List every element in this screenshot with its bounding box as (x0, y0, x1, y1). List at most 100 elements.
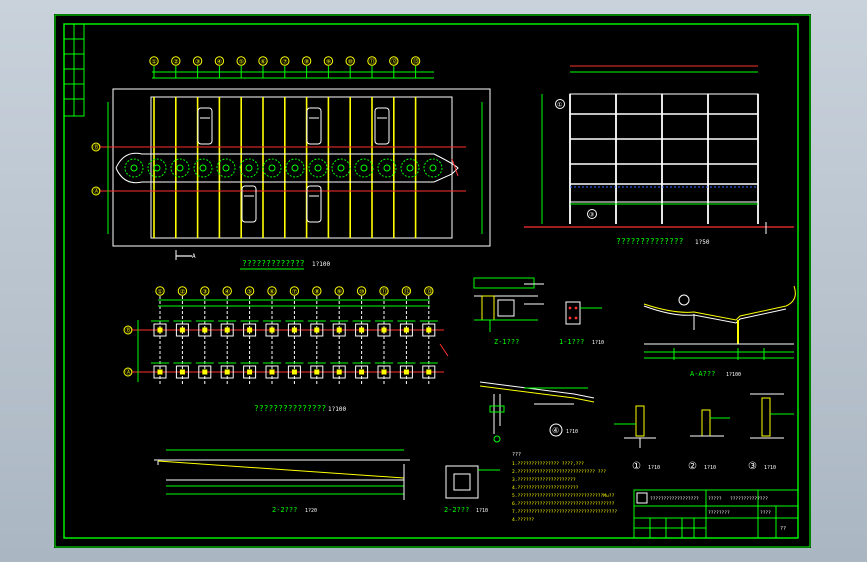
plan-axis-label: ⑫ (391, 58, 397, 66)
plan-axis-bubble (258, 56, 268, 66)
tree-symbol (400, 158, 420, 178)
column-footing (265, 323, 279, 337)
tree-trunk (360, 164, 368, 172)
column-footing (332, 323, 346, 337)
title-block-owner: ?????????????? (730, 496, 768, 502)
detail-1-1-scale: 1?10 (592, 340, 604, 346)
plan-axis-bubble (410, 56, 421, 66)
plan-axis-bubble (323, 56, 334, 66)
footing-column (291, 369, 297, 375)
foundation-axis-bubble (401, 286, 412, 296)
note-line: 4.?????? (512, 517, 534, 523)
footing-column (224, 327, 230, 333)
plan-row-label: Ⓐ (94, 188, 100, 196)
foundation-axis-bubble (356, 286, 367, 296)
foundation-title: ??????????????? (254, 404, 326, 413)
column-footing (422, 365, 436, 379)
foundation-axis-label: ⑬ (426, 288, 432, 296)
footing-column (336, 327, 342, 333)
column-footing (265, 365, 279, 379)
section-2-2-square-title: 2-2??? (444, 506, 469, 514)
column-footing (153, 365, 167, 379)
plan-ground-outline (112, 88, 491, 247)
column-footing (198, 323, 212, 337)
column-footing (220, 323, 234, 337)
tree-symbol (354, 158, 374, 178)
foundation-axis-label: ⑤ (247, 289, 252, 296)
tree-trunk (130, 164, 138, 172)
detail-2 (690, 409, 730, 437)
column-footing (243, 365, 257, 379)
tree-symbol (308, 158, 328, 178)
footing-column (269, 369, 275, 375)
detail-z1 (473, 277, 544, 332)
detail-2-scale: 1?10 (704, 465, 716, 471)
tree-trunk (337, 164, 345, 172)
notes-heading: ??? (512, 452, 521, 458)
footing-column (179, 327, 185, 333)
detail-3 (750, 393, 794, 439)
title-block-stage: ????? (708, 496, 722, 502)
tree-symbol (262, 158, 282, 178)
parked-car (306, 185, 322, 223)
foundation-axis-label: ⑦ (292, 289, 297, 296)
column-footing (220, 365, 234, 379)
tree-symbol (216, 158, 236, 178)
tree-symbol (423, 158, 443, 178)
planter-outline (115, 152, 459, 184)
column-footing (175, 365, 189, 379)
footing-column (359, 327, 365, 333)
foundation-axis-bubble (155, 286, 165, 296)
tree-trunk (383, 164, 391, 172)
tree-trunk (153, 164, 161, 172)
tree-symbol (170, 158, 190, 178)
section-2-2-long-title: 2-2??? (272, 506, 297, 514)
foundation-break-line (439, 343, 449, 357)
tree-trunk (222, 164, 230, 172)
foundation-row-label: Ⓑ (126, 327, 132, 335)
foundation-axis-label: ④ (225, 289, 230, 296)
note-line: 4.?????????????????????? (512, 485, 579, 491)
plan-axis-label: ⑪ (369, 58, 375, 66)
foundation-axis-label: ② (180, 289, 185, 296)
title-block-sheet-no: ?? (780, 526, 786, 532)
column-footing (243, 323, 257, 337)
note-line: 7.???????????????????????????????????? (512, 509, 617, 515)
column-footing (399, 365, 413, 379)
plan-axis-label: ③ (195, 59, 200, 66)
detail-4-scale: 1?10 (566, 429, 578, 435)
foundation-axis-label: ⑥ (269, 289, 274, 296)
plan-scale: 1?100 (312, 261, 330, 268)
outer-border (54, 14, 811, 548)
plan-axis-label: ⑦ (282, 59, 287, 66)
detail-4-bubble (549, 423, 563, 437)
foundation-row-label: Ⓐ (126, 369, 132, 377)
footing-column (403, 369, 409, 375)
parked-car (306, 107, 322, 145)
tree-trunk (291, 164, 299, 172)
detail-3-mark: ③ (748, 461, 757, 472)
column-footing (287, 323, 301, 337)
elevation-detail-mark: ③ (589, 212, 594, 219)
detail-3-scale: 1?10 (764, 465, 776, 471)
foundation-axis-bubble (267, 286, 277, 296)
foundation-axis-bubble (222, 286, 232, 296)
detail-a-a-title: A-A??? (690, 370, 715, 378)
plan-axis-label: ① (151, 59, 156, 66)
detail-a-a (643, 285, 796, 360)
footing-column (381, 369, 387, 375)
detail-1 (614, 405, 656, 448)
section-2-2-square-scale: 1?10 (476, 508, 488, 514)
elevation-title: ?????????????? (616, 237, 684, 246)
plan-row-label: Ⓑ (94, 144, 100, 152)
parked-car (374, 107, 390, 145)
footing-column (381, 327, 387, 333)
plan-axis-label: ⑧ (304, 59, 309, 66)
left-title-strip (63, 23, 85, 117)
tree-trunk (314, 164, 322, 172)
plan-axis-bubble (214, 56, 225, 66)
foundation-axis-bubble (334, 286, 344, 296)
